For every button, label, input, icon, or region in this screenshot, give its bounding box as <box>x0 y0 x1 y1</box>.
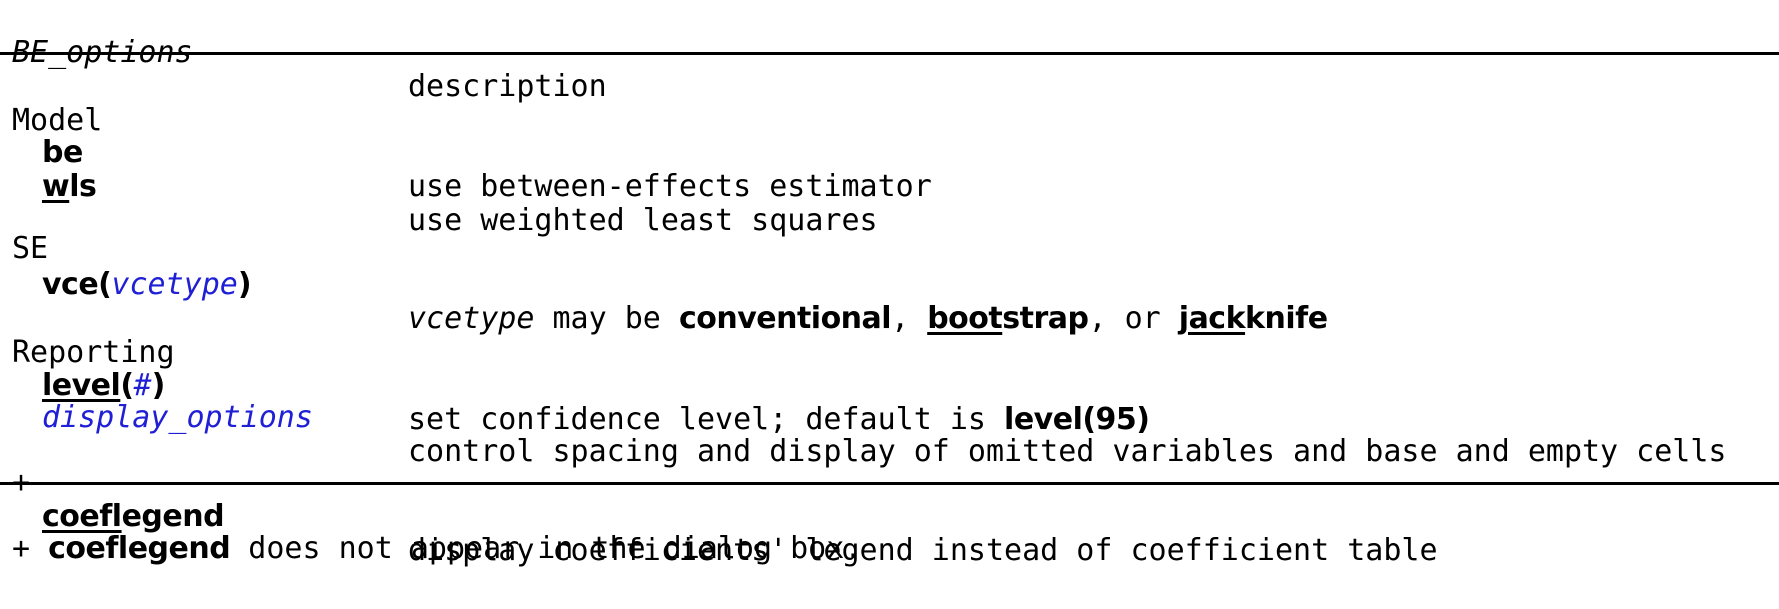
desc-text: may be <box>534 301 679 336</box>
footnote: + coeflegend does not appear in the dial… <box>0 498 1779 566</box>
option-wls[interactable]: wls <box>42 169 97 204</box>
table-header: BE_options description <box>0 2 1779 104</box>
plus-marker: + <box>12 531 49 566</box>
vcetype-jackknife: jackknife <box>1179 301 1328 336</box>
section-label: Reporting <box>12 335 175 370</box>
rest: knife <box>1245 301 1328 336</box>
option-row-be: be use between-effects estimator <box>0 102 1779 204</box>
footnote-rest: does not appear in the dialog box. <box>230 531 863 566</box>
section-label: SE <box>12 231 49 266</box>
option-row-level: level(#) set confidence level; default i… <box>0 335 1779 437</box>
header-rule <box>0 52 1779 55</box>
option-vce[interactable]: vce(vcetype) <box>42 267 252 302</box>
option-row-wls: wls use weighted least squares <box>0 136 1779 238</box>
footer-rule <box>0 482 1779 485</box>
section-title-se: SE <box>0 198 1779 266</box>
rest: strap <box>1002 301 1089 336</box>
description-vce: vcetype may be conventional, bootstrap, … <box>408 302 1328 336</box>
option-display-options-link[interactable]: display_options <box>42 400 313 435</box>
description-display: control spacing and display of omitted v… <box>408 434 1727 469</box>
vcetype-bootstrap: bootstrap <box>927 301 1089 336</box>
desc-text: , or <box>1088 301 1179 336</box>
section-label: Model <box>12 103 103 138</box>
option-paren: ) <box>151 368 166 403</box>
option-arg: # <box>133 368 152 403</box>
option-abbrev: level <box>42 368 121 403</box>
desc-text: set confidence level; default is <box>408 402 1005 437</box>
description-coeflegend: display coefficients' legend instead of … <box>408 533 1438 568</box>
option-row-coeflegend: + coeflegend display coefficients' legen… <box>0 432 1779 568</box>
option-abbrev: w <box>42 169 70 204</box>
option-abbrev: coefl <box>42 499 122 534</box>
option-row-display: display_options control spacing and disp… <box>0 367 1779 469</box>
option-be[interactable]: be <box>42 135 83 170</box>
description-level: set confidence level; default is level(9… <box>408 403 1150 437</box>
option-paren: ( <box>120 368 134 403</box>
option-rest: ls <box>69 169 97 204</box>
vcetype-conventional: conventional <box>678 301 892 336</box>
option-coeflegend[interactable]: coeflegend <box>42 499 225 534</box>
default-level: level(95) <box>1004 402 1150 437</box>
option-name: vce( <box>42 267 112 302</box>
option-arg: vcetype <box>111 267 238 302</box>
option-rest: egend <box>121 499 225 534</box>
option-row-vce: vce(vcetype) vcetype may be conventional… <box>0 234 1779 336</box>
desc-arg: vcetype <box>408 301 535 336</box>
footnote-option: coeflegend <box>48 531 231 566</box>
footnote-text: + coeflegend does not appear in the dial… <box>12 532 862 566</box>
option-close: ) <box>237 267 252 302</box>
abbrev: jack <box>1178 301 1246 336</box>
column-header-description: description <box>408 69 607 104</box>
desc-text: , <box>891 301 928 336</box>
option-level[interactable]: level(#) <box>42 369 165 403</box>
description-be: use between-effects estimator <box>408 169 932 204</box>
section-title-model: Model <box>0 70 1779 138</box>
section-title-reporting: Reporting <box>0 302 1779 370</box>
description-wls: use weighted least squares <box>408 203 878 238</box>
abbrev: boot <box>927 301 1003 336</box>
